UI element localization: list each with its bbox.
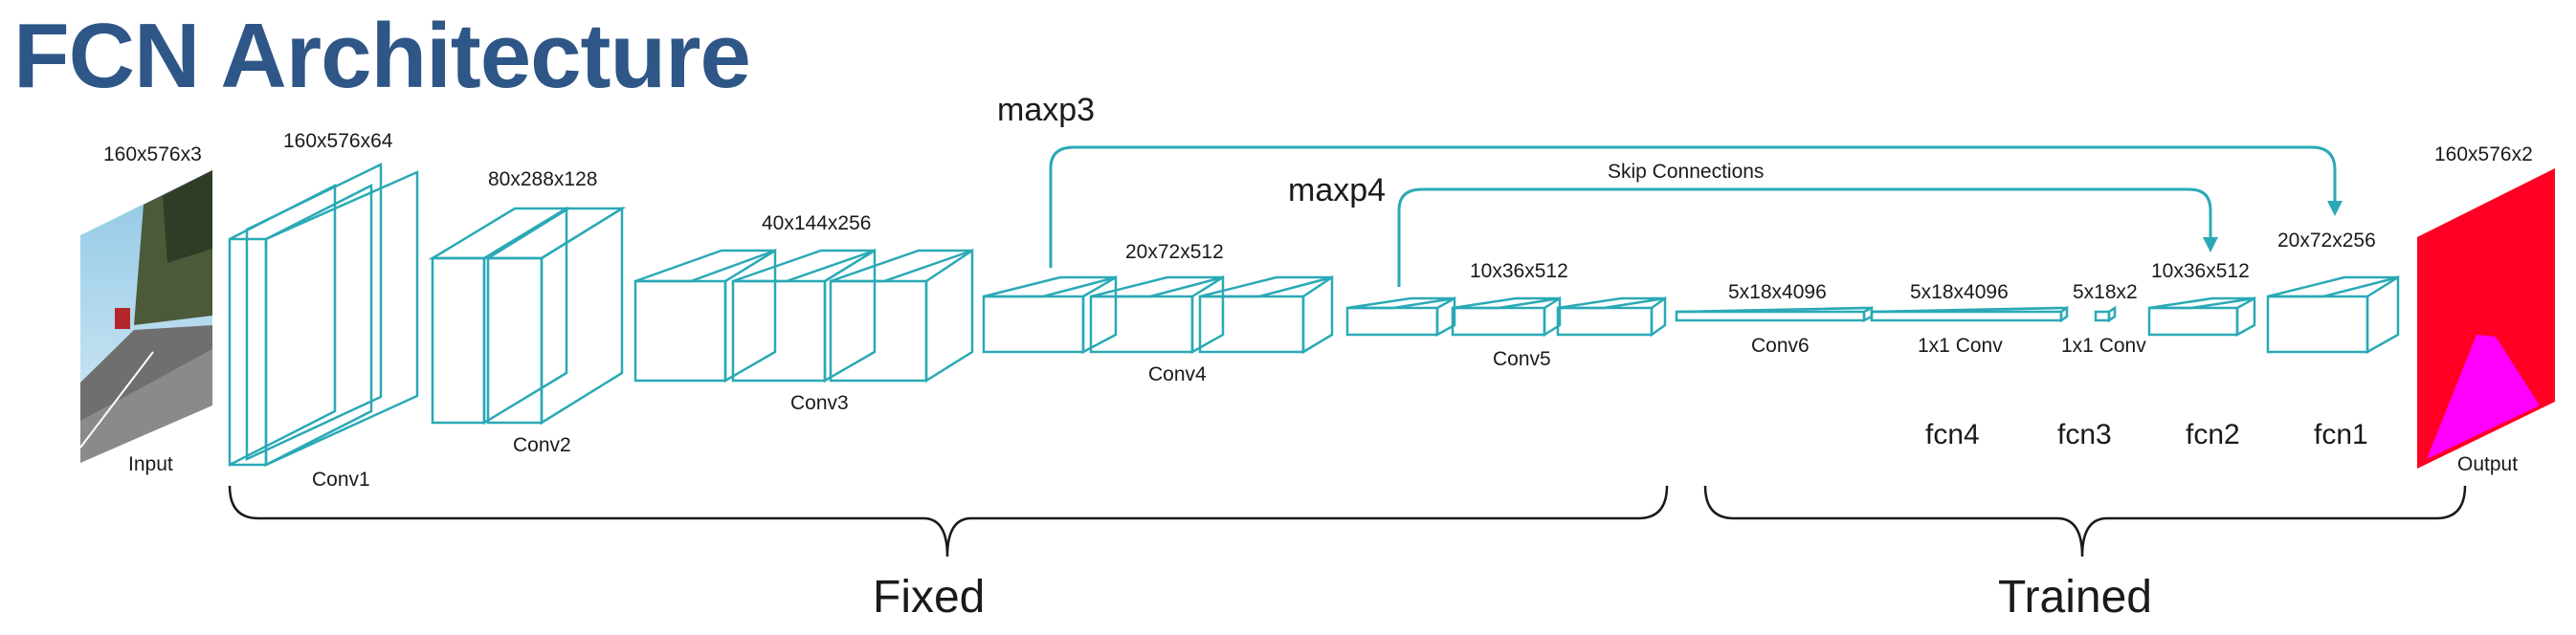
conv3-dims: 40x144x256 [762, 212, 871, 234]
page-title: FCN Architecture [13, 5, 751, 107]
output-image [2417, 168, 2555, 469]
conv8-dims: 5x18x2 [2073, 281, 2138, 303]
conv7-label: 1x1 Conv [1918, 335, 2003, 357]
conv1-dims: 160x576x64 [283, 130, 393, 152]
fcn2-dims: 10x36x512 [2151, 260, 2250, 282]
fcn1-dims: 20x72x256 [2277, 230, 2376, 252]
conv7-block [1870, 305, 2069, 323]
conv2-dims: 80x288x128 [488, 168, 597, 190]
conv2-block [428, 206, 627, 426]
output-label: Output [2457, 453, 2518, 475]
conv5-label: Conv5 [1493, 348, 1551, 370]
conv8-block [2094, 305, 2117, 323]
conv6-label: Conv6 [1751, 335, 1810, 357]
output-dims: 160x576x2 [2434, 143, 2533, 165]
input-image [79, 170, 212, 463]
input-label: Input [128, 453, 173, 475]
conv2-label: Conv2 [513, 434, 571, 456]
maxp4-label: maxp4 [1288, 172, 1386, 208]
skip-connection-maxp3 [1049, 145, 2343, 268]
input-dims: 160x576x3 [103, 143, 202, 165]
trained-label: Trained [1998, 572, 2152, 623]
conv6-dims: 5x18x4096 [1728, 281, 1827, 303]
conv5-dims: 10x36x512 [1470, 260, 1568, 282]
skip-connections-caption: Skip Connections [1608, 161, 1764, 183]
conv6-block [1675, 305, 1874, 323]
trained-brace [1703, 485, 2467, 558]
fcn4-label: fcn4 [1925, 419, 1980, 450]
fcn3-label: fcn3 [2057, 419, 2112, 450]
conv1-label: Conv1 [312, 469, 370, 491]
fcn1-label: fcn1 [2314, 419, 2368, 450]
conv3-label: Conv3 [790, 392, 849, 414]
conv8-label: 1x1 Conv [2061, 335, 2146, 357]
conv5-block [1345, 296, 1667, 338]
conv1-block [228, 163, 419, 468]
fcn1-block [2266, 274, 2400, 355]
conv7-dims: 5x18x4096 [1910, 281, 2009, 303]
fixed-brace [228, 485, 1669, 558]
fixed-label: Fixed [873, 572, 985, 623]
conv4-label: Conv4 [1148, 363, 1207, 385]
maxp3-label: maxp3 [997, 92, 1095, 128]
fcn2-label: fcn2 [2186, 419, 2240, 450]
conv4-dims: 20x72x512 [1125, 241, 1224, 263]
conv4-block [982, 274, 1334, 355]
fcn2-block [2147, 296, 2256, 338]
skip-connection-maxp4 [1397, 187, 2218, 287]
conv3-block [633, 248, 974, 383]
